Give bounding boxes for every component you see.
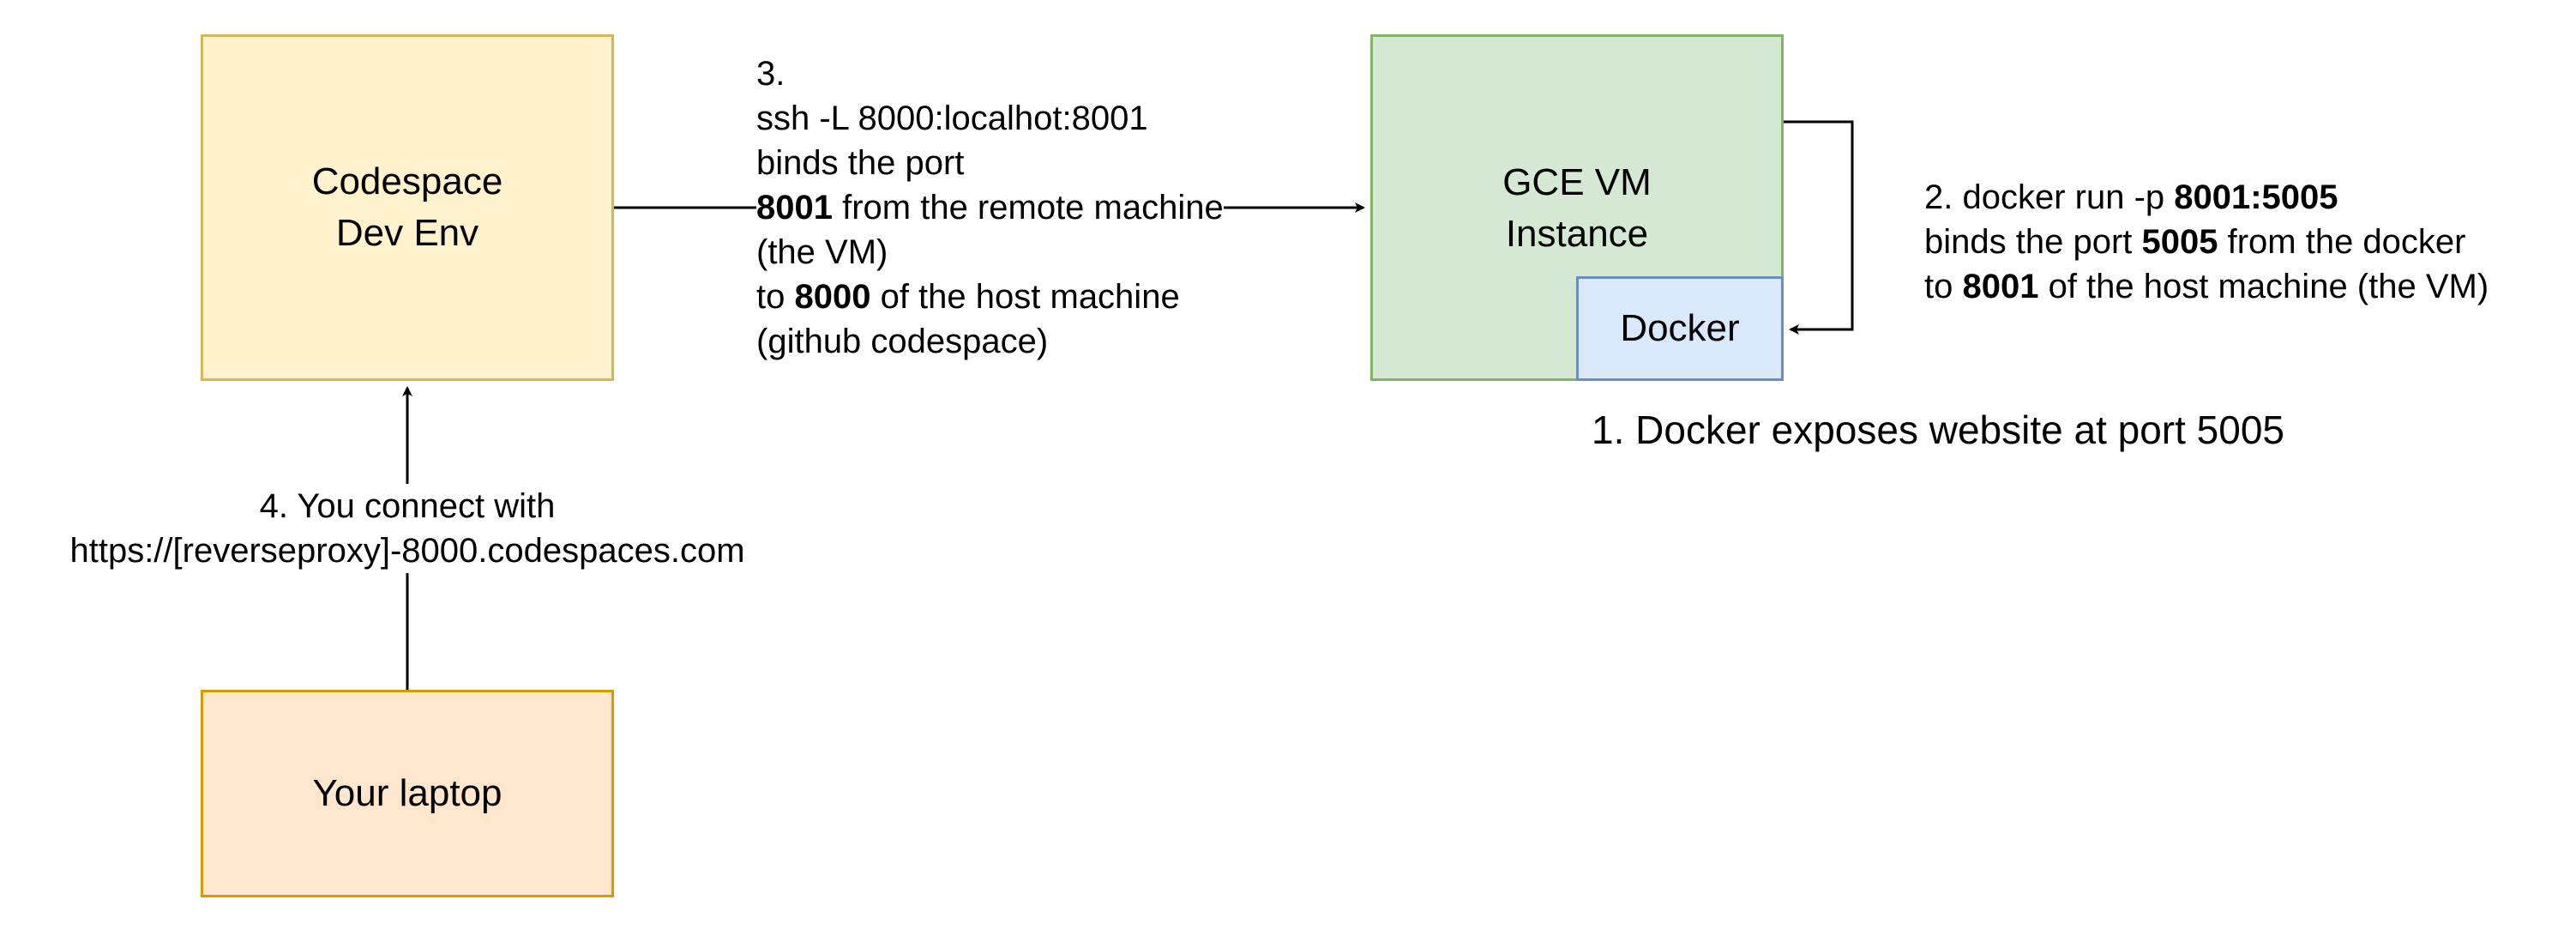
docker-node: Docker — [1576, 276, 1784, 381]
docker-label: Docker — [1620, 307, 1740, 349]
step4-line2: https://[reverseproxy]-8000.codespaces.c… — [69, 532, 745, 570]
step4-line1: 4. You connect with — [259, 487, 556, 525]
step2-label: 2. docker run -p 8001:5005 binds the por… — [1924, 175, 2489, 309]
codespace-line2: Dev Env — [335, 212, 479, 254]
step3-line2: ssh -L 8000:localhot:8001 — [756, 100, 1148, 137]
step3-line7: (github codespace) — [756, 323, 1049, 360]
vm-line1: GCE VM — [1502, 161, 1652, 203]
codespace-dev-env-node: Codespace Dev Env — [201, 34, 614, 381]
step4-label: 4. You connect with https://[reverseprox… — [0, 484, 815, 573]
vm-line2: Instance — [1505, 213, 1649, 255]
step3-line3: binds the port — [756, 144, 965, 182]
step2-line1: 2. docker run -p 8001:5005 — [1924, 178, 2338, 216]
edge-vm-to-docker — [1784, 120, 1854, 335]
step2-line3: to 8001 of the host machine (the VM) — [1924, 268, 2489, 305]
step3-label: 3. ssh -L 8000:localhot:8001 binds the p… — [756, 51, 1224, 364]
step2-line2: binds the port 5005 from the docker — [1924, 223, 2466, 261]
step3-line4: 8001 from the remote machine — [756, 189, 1224, 226]
codespace-line1: Codespace — [311, 160, 503, 202]
step3-line1: 3. — [756, 55, 785, 93]
step1-label: 1. Docker exposes website at port 5005 — [1592, 408, 2285, 452]
step3-line5: (the VM) — [756, 233, 888, 271]
your-laptop-node: Your laptop — [201, 690, 614, 897]
step3-line6: to 8000 of the host machine — [756, 278, 1180, 316]
laptop-label: Your laptop — [312, 772, 503, 814]
